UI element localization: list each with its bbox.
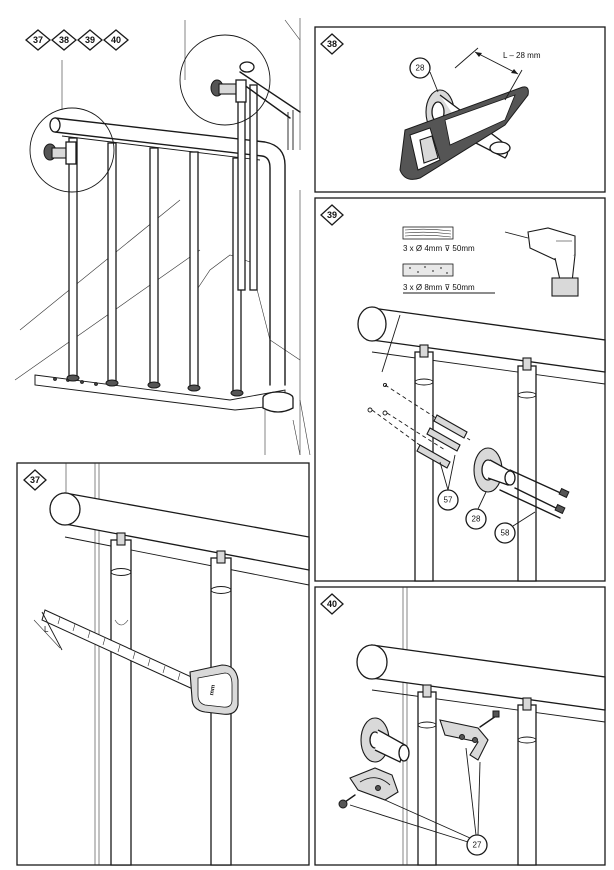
panel-40-saddle-bracket xyxy=(338,767,399,809)
step-badges: 37 38 39 40 xyxy=(24,29,130,51)
step-badge-37-text: 37 xyxy=(33,35,43,45)
panel-38-part-label-text: 28 xyxy=(416,64,425,73)
panel-40-part-label-27 xyxy=(466,834,488,856)
detail-circle-right xyxy=(179,34,271,126)
panel-37-frame xyxy=(16,462,310,866)
concrete-swatch xyxy=(402,263,454,277)
panel-37-badge xyxy=(23,469,47,491)
step-badge-40: 40 xyxy=(102,29,130,51)
panel-38-step-text: 38 xyxy=(327,39,337,49)
wood-swatch xyxy=(402,226,454,240)
overview-bracket-right xyxy=(210,61,255,103)
panel-40-flange xyxy=(360,717,410,763)
overview-stair-drawing xyxy=(14,18,311,456)
measuring-tape: mm xyxy=(41,609,239,715)
overview-bracket-left xyxy=(43,141,77,165)
panel-40-rail-end xyxy=(356,644,388,680)
step-badge-38-text: 38 xyxy=(59,35,69,45)
tape-unit-text: mm xyxy=(209,684,217,696)
panel-40-baluster-2 xyxy=(517,704,537,866)
panel-39-part-label-28 xyxy=(465,508,487,530)
panel-39: 39 3 x Ø 4mm ⊽ 50mm 3 x Ø 8mm ⊽ 50mm xyxy=(314,197,606,582)
panel-38: 38 L – 28 mm 28 xyxy=(314,26,606,193)
panel-39-part-label-58 xyxy=(494,522,516,544)
panel-39-part-label-28-text: 28 xyxy=(472,515,481,524)
overview-balusters xyxy=(66,84,258,397)
panel-40-clamp-bracket xyxy=(439,710,500,761)
panel-38-dimension-text: L – 28 mm xyxy=(503,51,541,60)
step-badge-37: 37 xyxy=(24,29,52,51)
panel-37-baluster-1 xyxy=(110,539,132,866)
panel-40-part-label-27-text: 27 xyxy=(473,841,482,850)
drill-note-wood: 3 x Ø 4mm ⊽ 50mm xyxy=(403,244,475,253)
panel-40: 40 xyxy=(314,586,606,866)
step-badge-40-text: 40 xyxy=(111,35,121,45)
flange-tube-end xyxy=(489,141,511,155)
panel-37-dimension-text: L xyxy=(44,625,49,634)
panel-40-badge xyxy=(320,593,344,615)
panel-38-frame xyxy=(314,26,606,193)
panel-40-baluster-1 xyxy=(417,691,437,866)
panel-39-baluster-1 xyxy=(414,351,434,582)
drill-icon xyxy=(504,227,579,297)
hand-saw xyxy=(399,86,529,180)
panel-37-rail-end xyxy=(49,492,81,526)
drill-note-concrete: 3 x Ø 8mm ⊽ 50mm xyxy=(403,283,475,292)
panel-40-step-text: 40 xyxy=(327,599,337,609)
wall-plugs xyxy=(416,414,468,469)
panel-40-frame xyxy=(314,586,606,866)
detail-circle-left xyxy=(29,107,115,193)
panel-39-frame xyxy=(314,197,606,582)
panel-38-part-label xyxy=(409,57,431,79)
panel-37-step-text: 37 xyxy=(30,475,40,485)
panel-37: 37 mm xyxy=(16,462,310,866)
step-badge-39-text: 39 xyxy=(85,35,95,45)
step-badge-38: 38 xyxy=(50,29,78,51)
panel-38-badge xyxy=(320,33,344,55)
panel-39-step-text: 39 xyxy=(327,210,337,220)
step-badge-39: 39 xyxy=(76,29,104,51)
panel-39-badge xyxy=(320,204,344,226)
panel-39-part-label-58-text: 58 xyxy=(501,529,510,538)
panel-39-rail-end xyxy=(357,306,387,342)
panel-39-part-label-57-text: 57 xyxy=(444,496,453,505)
screws xyxy=(499,469,570,519)
